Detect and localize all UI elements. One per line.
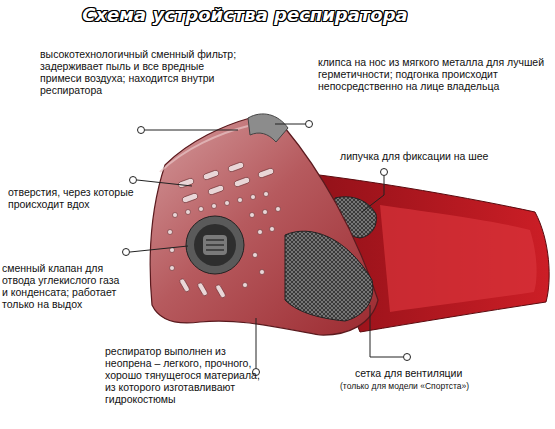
mask-body: [150, 117, 378, 335]
callout-label: липучка для фиксации на шее: [340, 150, 550, 162]
ventilation-mesh: [285, 231, 373, 321]
strap-highlight: [380, 205, 537, 312]
air-holes: [168, 161, 281, 298]
callout-label: высокотехнологичный сменный фильтр; заде…: [40, 48, 245, 96]
exhale-valve: [186, 216, 244, 274]
nose-clip: [248, 114, 288, 142]
callout-label: (только для модели «Спортста»): [340, 381, 552, 391]
callout-label: респиратор выполнен из неопрена – легког…: [105, 345, 265, 405]
callout-label: сменный клапан для отвода углекислого га…: [2, 262, 127, 310]
callout-label: клипса на нос из мягкого металла для луч…: [318, 56, 548, 92]
callout-label: отверстия, через которые происходит вдох: [8, 186, 148, 210]
mask-edge: [160, 126, 248, 172]
callout-label: сетка для вентиляции: [355, 367, 550, 379]
diagram-title: Схема устройства респиратора: [60, 4, 430, 26]
